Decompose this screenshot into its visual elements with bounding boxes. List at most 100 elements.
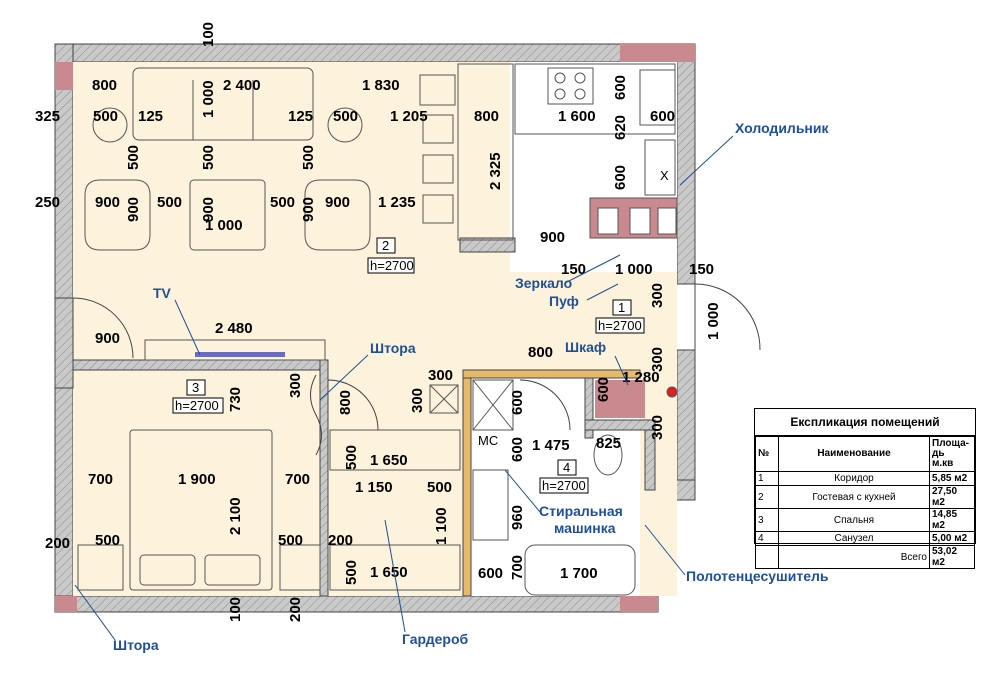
dim-200-a: 200 bbox=[45, 535, 70, 552]
dim-900-c: 900 bbox=[540, 229, 565, 246]
row-num: 3 bbox=[755, 508, 779, 532]
label-washing-1: Стиральная bbox=[539, 503, 623, 519]
dim-200-bot: 200 bbox=[287, 597, 304, 622]
row-area: 5,85 м2 bbox=[929, 471, 975, 486]
row-name: Спальня bbox=[778, 508, 930, 532]
room-4-num: 4 bbox=[563, 460, 570, 475]
row-area: 5,00 м2 bbox=[929, 531, 975, 546]
label-curtain-bottom: Штора bbox=[113, 637, 159, 653]
dim-300-c: 300 bbox=[287, 373, 304, 398]
row-name: Гостевая с кухней bbox=[778, 485, 930, 509]
label-pouf: Пуф bbox=[549, 293, 579, 309]
row-area: 27,50 м2 bbox=[929, 485, 975, 509]
dim-1205: 1 205 bbox=[390, 108, 428, 125]
label-tv: TV bbox=[153, 285, 172, 301]
dim-500-v1: 500 bbox=[125, 145, 142, 170]
dim-2480: 2 480 bbox=[215, 320, 253, 337]
dim-150-b: 150 bbox=[689, 261, 714, 278]
living-furniture bbox=[84, 67, 456, 251]
callouts: Холодильник Зеркало Пуф TV Штора Шкаф Ст… bbox=[74, 120, 829, 653]
header-area-line-1: Площа- bbox=[932, 438, 969, 449]
dim-620: 620 bbox=[612, 115, 629, 140]
dim-600-b1: 600 bbox=[509, 390, 526, 415]
table-row: 1 Коридор 5,85 м2 bbox=[755, 471, 975, 486]
header-name: Наименование bbox=[778, 436, 930, 472]
dim-1900: 1 900 bbox=[178, 471, 216, 488]
dim-325: 325 bbox=[35, 108, 60, 125]
dim-900-v3: 900 bbox=[300, 197, 317, 222]
dim-800-top: 800 bbox=[92, 77, 117, 94]
dim-825: 825 bbox=[596, 435, 621, 452]
dim-900-v1: 900 bbox=[125, 197, 142, 222]
dim-300-f: 300 bbox=[649, 415, 666, 440]
dim-900-v2: 900 bbox=[200, 197, 217, 222]
row-name: Санузел bbox=[778, 531, 930, 546]
dim-1600: 1 600 bbox=[558, 108, 596, 125]
total-area: 53,02 м2 bbox=[929, 545, 975, 569]
header-area-line-2: дь bbox=[932, 448, 945, 459]
dimensions: 100 800 2 400 1 830 325 500 125 1 000 12… bbox=[35, 22, 722, 622]
dim-500-b: 500 bbox=[333, 108, 358, 125]
dim-500-i: 500 bbox=[95, 532, 120, 549]
total-row: Всего 53,02 м2 bbox=[755, 545, 975, 569]
dim-600-c: 600 bbox=[478, 565, 503, 582]
dim-500-d: 500 bbox=[270, 194, 295, 211]
label-washing-2: машинка bbox=[554, 520, 616, 536]
header-area: Площа- дь м.кв bbox=[929, 436, 975, 472]
dim-300-e: 300 bbox=[409, 388, 426, 413]
dim-125-a: 125 bbox=[138, 108, 163, 125]
dim-700-a: 700 bbox=[88, 471, 113, 488]
dim-300-b: 300 bbox=[649, 347, 666, 372]
row-num: 2 bbox=[755, 485, 779, 509]
dim-125-b: 125 bbox=[288, 108, 313, 125]
dim-900-a: 900 bbox=[95, 194, 120, 211]
header-area-line-3: м.кв bbox=[932, 458, 954, 469]
dim-1650-b: 1 650 bbox=[370, 564, 408, 581]
dim-500-v2: 500 bbox=[200, 145, 217, 170]
dim-250: 250 bbox=[35, 194, 60, 211]
dim-800-k: 800 bbox=[474, 108, 499, 125]
dim-600-k3: 600 bbox=[650, 108, 675, 125]
explication-header-row: № Наименование Площа- дь м.кв bbox=[755, 436, 975, 472]
room-2-num: 2 bbox=[382, 238, 389, 253]
label-fridge: Холодильник bbox=[735, 120, 829, 136]
row-name: Коридор bbox=[778, 471, 930, 486]
label-towel-dryer: Полотенцесушитель bbox=[686, 568, 829, 584]
dim-1000-table: 1 000 bbox=[205, 217, 243, 234]
room-1-height: h=2700 bbox=[598, 318, 642, 333]
dim-1475: 1 475 bbox=[532, 437, 570, 454]
dim-1150: 1 150 bbox=[355, 479, 393, 496]
dim-200-b: 200 bbox=[328, 532, 353, 549]
dim-300-d: 300 bbox=[428, 367, 453, 384]
dim-500-c: 500 bbox=[157, 194, 182, 211]
dim-500-j: 500 bbox=[278, 532, 303, 549]
dim-600-b2: 600 bbox=[595, 377, 612, 402]
dim-1235: 1 235 bbox=[378, 194, 416, 211]
dim-900-b: 900 bbox=[325, 194, 350, 211]
dim-1700: 1 700 bbox=[560, 565, 598, 582]
curtain-line bbox=[310, 374, 322, 456]
room-1-num: 1 bbox=[618, 300, 625, 315]
dim-900-bed: 900 bbox=[95, 330, 120, 347]
dim-730: 730 bbox=[227, 387, 244, 412]
room-explication-table: Експликация помещений № Наименование Пло… bbox=[754, 408, 976, 569]
stove-mark: X bbox=[660, 168, 669, 183]
table-row: 4 Санузел 5,00 м2 bbox=[755, 531, 975, 546]
dim-500-g: 500 bbox=[343, 445, 360, 470]
dim-700-c: 700 bbox=[509, 555, 526, 580]
row-num: 1 bbox=[755, 471, 779, 486]
room-tags: 2 h=2700 1 h=2700 3 h=2700 4 h=2700 bbox=[172, 237, 645, 494]
dim-500-k: 500 bbox=[343, 560, 360, 585]
dim-300-a: 300 bbox=[649, 283, 666, 308]
bathroom-furniture bbox=[472, 379, 678, 596]
dim-500-a: 500 bbox=[93, 108, 118, 125]
label-curtain-top: Штора bbox=[370, 340, 416, 356]
label-dressing-room: Гардероб bbox=[402, 631, 469, 647]
dim-600-k1: 600 bbox=[612, 75, 629, 100]
dim-1000-h: 1 000 bbox=[615, 261, 653, 278]
row-num: 4 bbox=[755, 531, 779, 546]
dim-2100: 2 100 bbox=[227, 497, 244, 535]
dim-960: 960 bbox=[509, 505, 526, 530]
room-2-height: h=2700 bbox=[370, 258, 414, 273]
dim-600-k2: 600 bbox=[612, 165, 629, 190]
